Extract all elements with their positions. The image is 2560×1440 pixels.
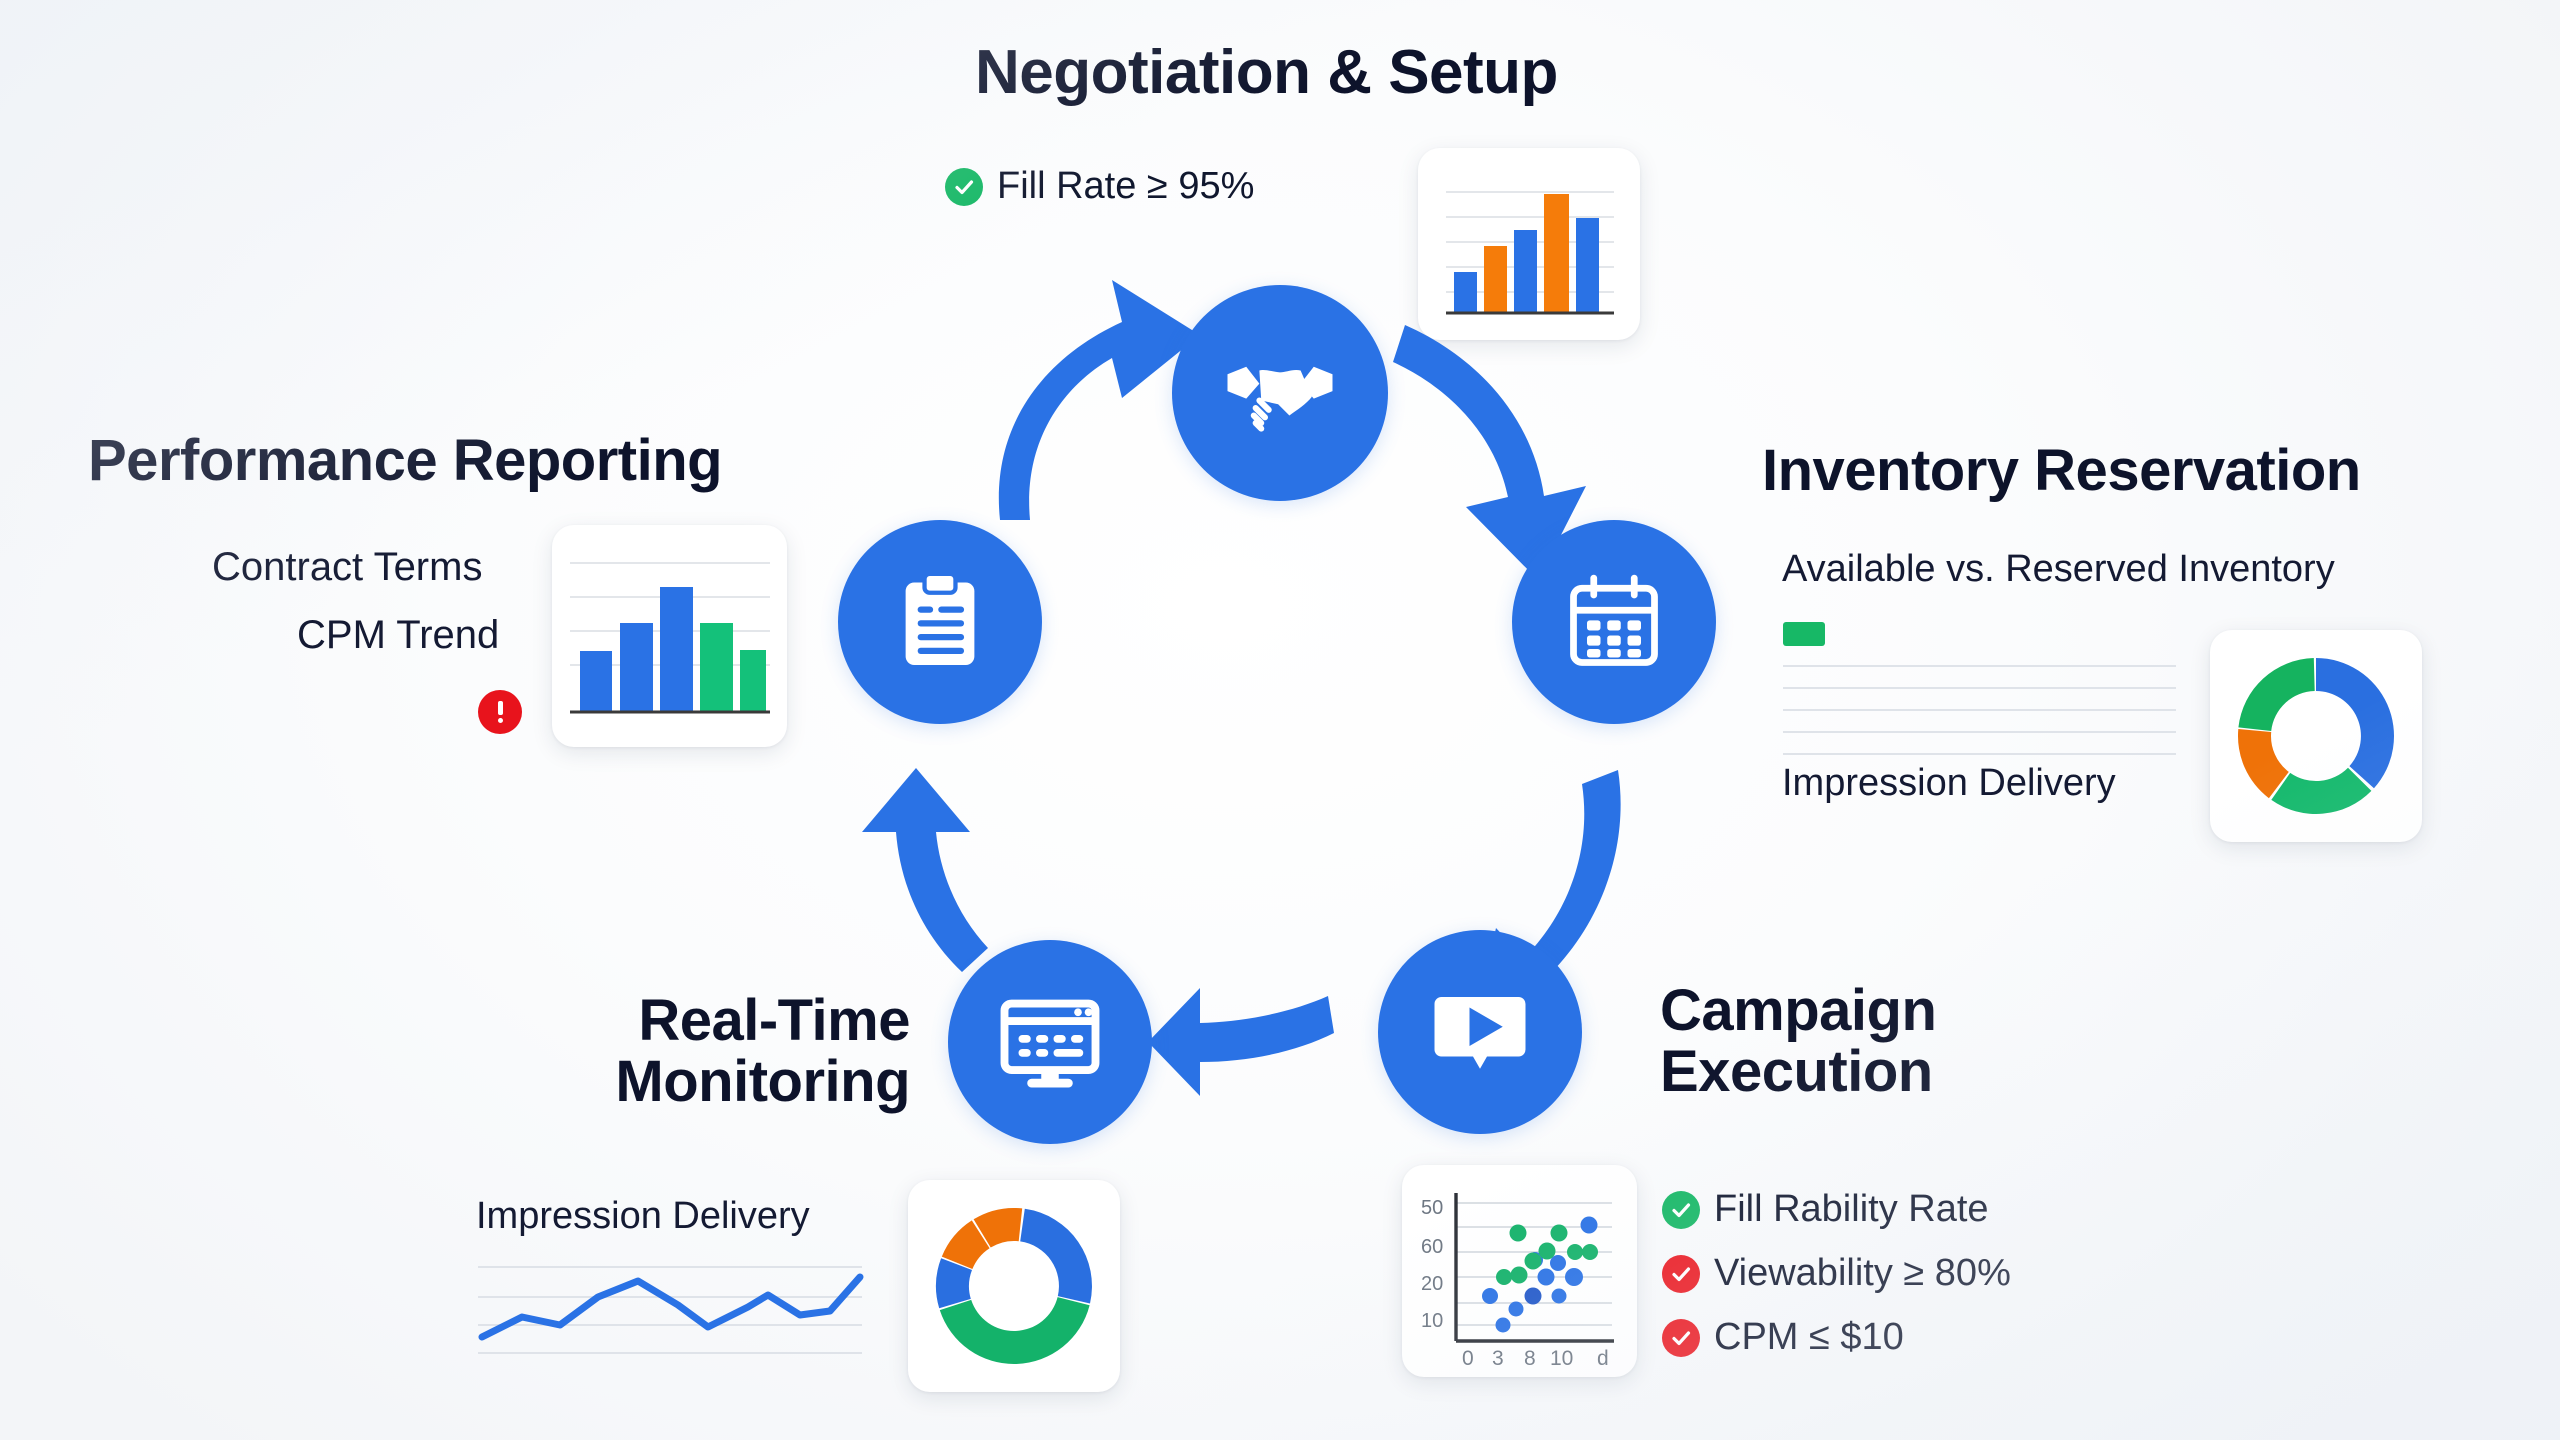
y-tick-label: 20 — [1421, 1273, 1443, 1295]
donut-chart — [2237, 658, 2395, 814]
bar-chart — [570, 562, 770, 714]
calendar-icon — [1570, 574, 1658, 666]
arrow-monitoring-to-reporting — [862, 768, 988, 972]
arrow-negotiation-to-inventory — [1393, 325, 1586, 580]
legend-swatch-green — [1783, 622, 1825, 646]
x-axis-label: d — [1597, 1347, 1609, 1370]
stage-title-monitoring: Real-Time Monitoring — [615, 988, 910, 1115]
stage-title-inventory: Inventory Reservation — [1762, 438, 2361, 503]
y-tick-label: 60 — [1421, 1236, 1443, 1258]
monitor-icon — [1000, 999, 1100, 1088]
kpi-fill-rability: Fill Rability Rate — [1662, 1188, 1989, 1231]
check-circle-icon — [945, 167, 983, 206]
kpi-viewability: Viewability ≥ 80% — [1662, 1252, 2011, 1295]
kpi-cpm: CPM ≤ $10 — [1662, 1316, 1904, 1359]
stage-title-reporting: Performance Reporting — [88, 428, 723, 493]
inventory-donut-card — [2210, 630, 2422, 842]
node-inventory[interactable] — [1512, 520, 1716, 724]
kpi-label: Viewability ≥ 80% — [1714, 1252, 2011, 1294]
check-circle-alert-icon — [1662, 1318, 1700, 1357]
node-reporting[interactable] — [838, 520, 1042, 724]
x-tick-label: 8 — [1524, 1347, 1536, 1370]
alert-icon — [478, 690, 522, 734]
stage-title-campaign: Campaign Execution — [1660, 978, 1937, 1105]
x-tick-label: 3 — [1492, 1347, 1504, 1370]
y-tick-label: 10 — [1421, 1310, 1443, 1332]
check-circle-alert-icon — [1662, 1254, 1700, 1293]
play-bubble-icon — [1434, 997, 1526, 1069]
inventory-subtitle-available: Available vs. Reserved Inventory — [1782, 548, 2335, 590]
reporting-subtitle-cpm: CPM Trend — [297, 613, 500, 657]
kpi-label: Fill Rate ≥ 95% — [997, 165, 1255, 207]
arrow-reporting-to-negotiation — [998, 280, 1200, 520]
y-tick-label: 50 — [1421, 1197, 1443, 1219]
monitoring-subtitle: Impression Delivery — [476, 1195, 810, 1237]
kpi-label: Fill Rability Rate — [1714, 1188, 1989, 1230]
donut-chart — [935, 1207, 1092, 1365]
kpi-fill-rate: Fill Rate ≥ 95% — [945, 165, 1254, 208]
node-campaign[interactable] — [1378, 930, 1582, 1134]
scatter-chart: 50 60 20 10 — [1421, 1193, 1614, 1370]
negotiation-bar-chart-card — [1418, 148, 1640, 340]
node-negotiation[interactable] — [1172, 285, 1388, 501]
stage-title-negotiation: Negotiation & Setup — [975, 38, 1558, 107]
line-chart — [478, 1266, 864, 1354]
x-tick-label: 10 — [1550, 1347, 1573, 1370]
handshake-icon — [1227, 366, 1333, 432]
reporting-bar-chart-card — [552, 525, 787, 747]
monitoring-donut-card — [908, 1180, 1120, 1392]
campaign-scatter-card: 50 60 20 10 — [1402, 1165, 1637, 1377]
reporting-subtitle-contract: Contract Terms — [212, 545, 483, 589]
x-tick-label: 0 — [1462, 1347, 1474, 1370]
kpi-label: CPM ≤ $10 — [1714, 1316, 1904, 1358]
bar-chart — [1446, 191, 1614, 315]
inventory-gridlines — [1783, 665, 2176, 780]
check-circle-icon — [1662, 1190, 1700, 1229]
inventory-subtitle-impression: Impression Delivery — [1782, 762, 2116, 804]
node-monitoring[interactable] — [948, 940, 1152, 1144]
clipboard-icon — [905, 571, 975, 665]
monitoring-line-chart — [470, 1255, 870, 1365]
arrow-campaign-to-monitoring — [1148, 988, 1334, 1096]
